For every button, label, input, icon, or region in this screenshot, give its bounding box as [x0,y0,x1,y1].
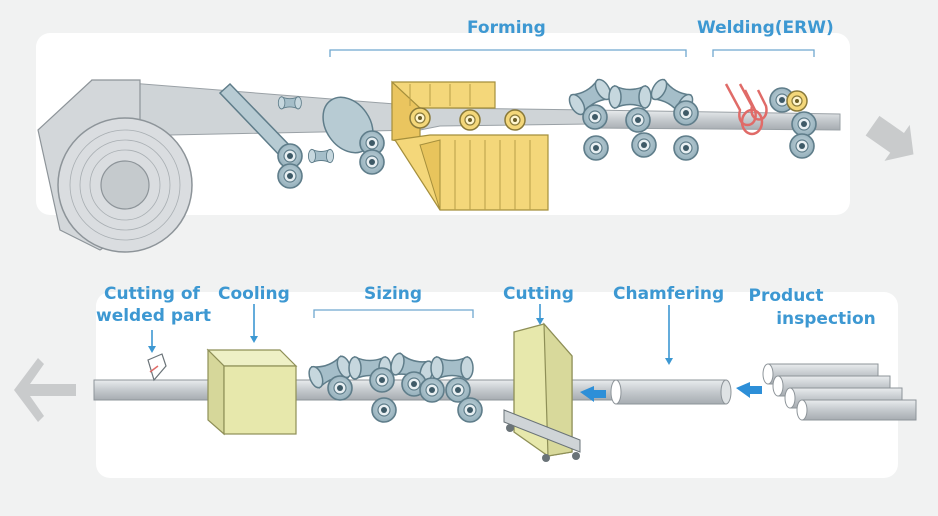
steel-coil [37,79,193,253]
cutting-welded-label-line2: welded part [96,306,211,326]
cut-pipe [610,379,732,405]
cooling-box [206,348,298,436]
sizing-label: Sizing [364,284,423,304]
welding-coil [724,83,768,136]
forming-label: Forming [467,18,546,38]
pinch-rolls [277,96,385,175]
cutting-label: Cutting [503,284,574,304]
inspection-label-line2: inspection [776,309,876,329]
pointer-arrows [148,304,673,365]
flow-arrow-2-icon [736,382,762,398]
return-arrow-icon [865,115,914,161]
flow-arrow-icon [580,386,606,402]
sizing-bracket [313,309,474,318]
chamfering-label: Chamfering [613,284,725,304]
forming-bracket [329,49,687,57]
cutting-welded-label-line1: Cutting of [104,284,200,304]
welding-bracket [712,49,815,57]
bead-cutter [147,353,167,382]
cutting-machine [503,322,581,462]
cooling-label: Cooling [218,284,290,304]
forming-rolls-block [391,80,549,211]
return-arrow-left-icon [14,358,76,422]
finished-pipes [762,363,917,421]
welding-label: Welding(ERW) [697,18,834,38]
leveler-arm [218,82,303,189]
inspection-label-line1: Product [748,286,824,306]
